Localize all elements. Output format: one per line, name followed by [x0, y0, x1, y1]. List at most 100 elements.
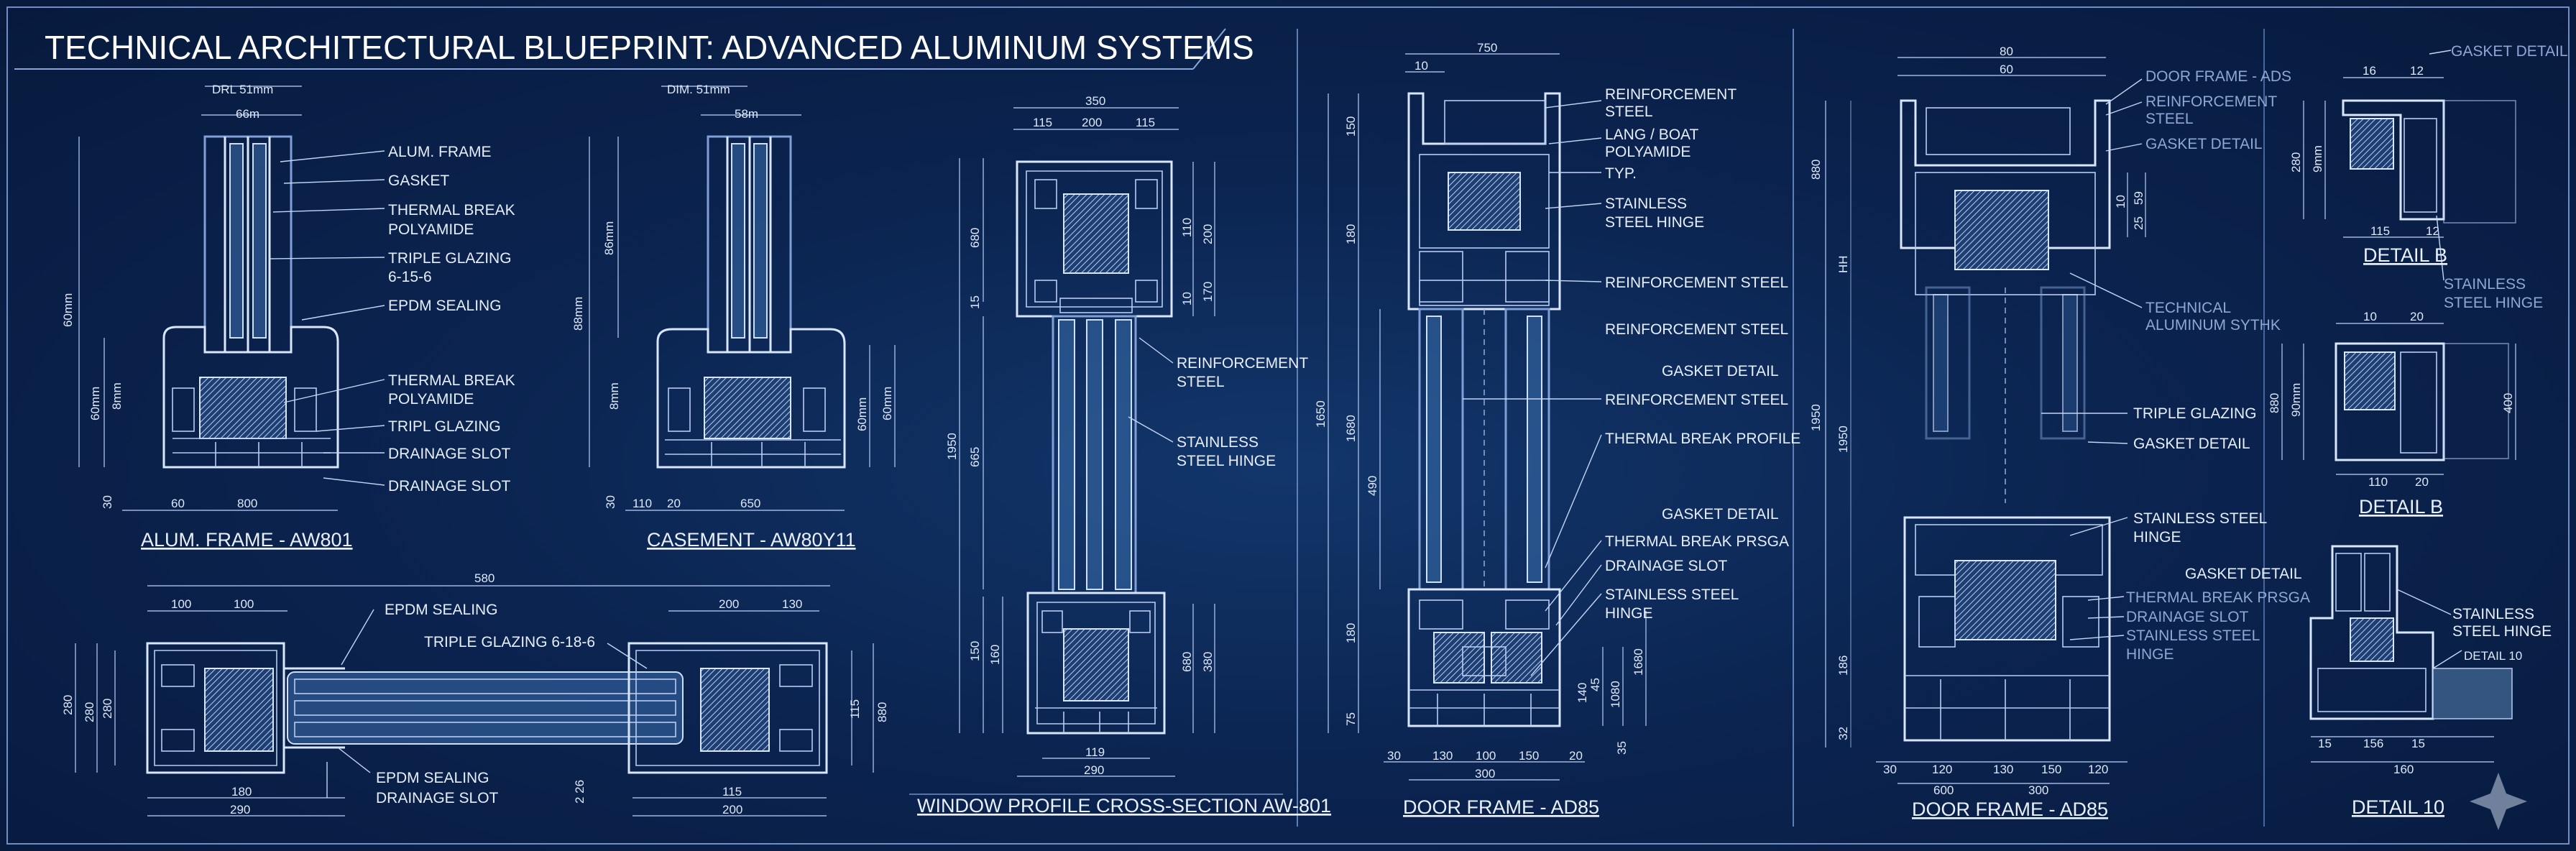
- callout-label: GASKET DETAIL: [1662, 506, 1779, 523]
- callout-label: GASKET DETAIL: [2145, 136, 2263, 152]
- dim-label: 150: [968, 641, 982, 661]
- dim-label: 20: [1569, 749, 1583, 763]
- panel-casement: DIM. 51mm 58m 88mm 86mm 8mm 30 60mm 60mm…: [571, 83, 896, 551]
- callout-label: REINFORCEMENT STEEL: [1605, 321, 1788, 338]
- dim-label: 1950: [1836, 426, 1850, 453]
- callout-label: REINFORCEMENT: [1177, 355, 1308, 372]
- dim-label: 750: [1477, 41, 1497, 55]
- callout-label: POLYAMIDE: [388, 391, 474, 408]
- dim-label: 200: [719, 597, 739, 611]
- callout-label: STEEL: [1177, 374, 1225, 390]
- panel-alum-frame: DRL 51mm 66m 60mm 60mm 8mm 30 60 800 ALU…: [61, 83, 515, 551]
- dim-label: 880: [1809, 160, 1823, 180]
- callout-label: REINFORCEMENT: [1605, 86, 1736, 103]
- callout-label: HINGE: [2133, 529, 2181, 546]
- callout-label: HINGE: [1605, 605, 1653, 622]
- dim-label: 800: [237, 497, 257, 510]
- callout-label: DRAINAGE SLOT: [1605, 558, 1728, 574]
- dim-label: 100: [171, 597, 191, 611]
- dim-label: 30: [1387, 749, 1401, 763]
- dim-label: 30: [101, 495, 114, 509]
- dim-label: 115: [2370, 224, 2390, 238]
- dim-label: 290: [1084, 763, 1104, 777]
- sheet-border: [6, 6, 2570, 845]
- dim-label: 130: [782, 597, 802, 611]
- callout-label: TYP.: [1605, 165, 1637, 182]
- dim-label: 140: [1576, 683, 1589, 703]
- callout-label: STAINLESS: [1177, 434, 1259, 451]
- callout-label: REINFORCEMENT STEEL: [1605, 392, 1788, 408]
- callout-label: STEEL HINGE: [1177, 453, 1276, 469]
- callout-label: ALUM. FRAME: [388, 144, 492, 160]
- dim-label: 490: [1366, 476, 1379, 496]
- dim-label: 80: [2000, 45, 2013, 58]
- callout-label: DRAINAGE SLOT: [388, 478, 511, 494]
- dim-label: 170: [1201, 282, 1215, 302]
- dim-label: 20: [2415, 475, 2429, 489]
- dim-label: 110: [1180, 218, 1194, 237]
- dim-label: HH: [1836, 255, 1850, 273]
- dim-label: 1080: [1609, 681, 1622, 708]
- dim-label: 8mm: [110, 382, 124, 410]
- dim-label: 600: [1933, 783, 1954, 797]
- callout-label: TECHNICAL: [2145, 300, 2231, 316]
- dim-label: 290: [230, 803, 250, 816]
- panel-caption: DETAIL 10: [2352, 796, 2444, 818]
- dim-label: 120: [1932, 763, 1952, 776]
- dim-label: 115: [1136, 116, 1155, 129]
- callout-label: THERMAL BREAK: [388, 202, 515, 218]
- dim-label: 20: [2410, 310, 2424, 323]
- dim-label: 10: [1180, 292, 1194, 305]
- dim-label: 58m: [735, 107, 758, 121]
- panel-caption: DETAIL B: [2363, 244, 2447, 266]
- dim-label: 30: [604, 495, 617, 509]
- dim-label: 680: [968, 228, 982, 248]
- callout-label: STAINLESS: [2444, 276, 2526, 293]
- dim-label: 115: [848, 699, 862, 719]
- panel-door-frame-a: 750 10 1650 150 180 1680 490 180 75 45: [1314, 41, 1800, 818]
- callout-label: LANG / BOAT: [1605, 126, 1698, 143]
- dim-label: 10: [1414, 59, 1428, 73]
- dim-label: 10: [2363, 310, 2377, 323]
- dim-label: 280: [101, 699, 114, 719]
- dim-label: 186: [1836, 656, 1850, 676]
- dim-label: 300: [2028, 783, 2048, 797]
- dim-label: 100: [234, 597, 254, 611]
- callout-label: ALUMINUM SYTHK: [2145, 317, 2281, 334]
- dim-label: 156: [2363, 737, 2383, 750]
- dim-label: 86mm: [602, 221, 616, 255]
- callout-label: TRIPLE GLAZING: [388, 250, 512, 267]
- dim-label: 45: [1588, 678, 1602, 691]
- dim-label: 9mm: [2311, 145, 2324, 172]
- callout-label: DRAINAGE SLOT: [376, 790, 499, 806]
- dim-label: 12: [2426, 224, 2439, 238]
- dim-label: 180: [1344, 623, 1358, 643]
- callout-label: DRAINAGE SLOT: [2126, 609, 2249, 625]
- dim-label: 15: [2411, 737, 2425, 750]
- callout-label: TRIPL GLAZING: [388, 418, 501, 435]
- dim-label: 280: [2289, 152, 2303, 172]
- dim-label: 60: [171, 497, 185, 510]
- dim-label: 665: [968, 447, 982, 467]
- dim-label: 15: [968, 295, 982, 309]
- dim-label: 880: [875, 702, 889, 722]
- dim-label: 200: [1201, 224, 1215, 244]
- dim-label: 650: [740, 497, 760, 510]
- callout-label: EPDM SEALING: [388, 298, 502, 314]
- detail-b-top: 16 12 280 9mm 115 12 GASKET DETAIL STAIN…: [2289, 43, 2568, 311]
- dim-label: 130: [1432, 749, 1453, 763]
- panel-caption: CASEMENT - AW80Y11: [647, 529, 856, 551]
- dim-label: 160: [988, 645, 1002, 665]
- callout-label: STAINLESS STEEL: [1605, 586, 1739, 603]
- callout-label: POLYAMIDE: [388, 221, 474, 238]
- callout-label: STAINLESS STEEL: [2133, 510, 2267, 527]
- dim-label: 200: [1082, 116, 1102, 129]
- callout-label: STEEL: [2145, 111, 2194, 127]
- dim-label: 350: [1085, 94, 1105, 108]
- dim-label: 180: [231, 785, 252, 799]
- dim-label: 1950: [945, 433, 959, 460]
- dim-label: 25: [2132, 216, 2145, 230]
- panel-window-cross-section: 350 115 200 115 1950 680 15 665 150 160: [909, 94, 1331, 816]
- dim-label: DIM. 51mm: [667, 83, 730, 96]
